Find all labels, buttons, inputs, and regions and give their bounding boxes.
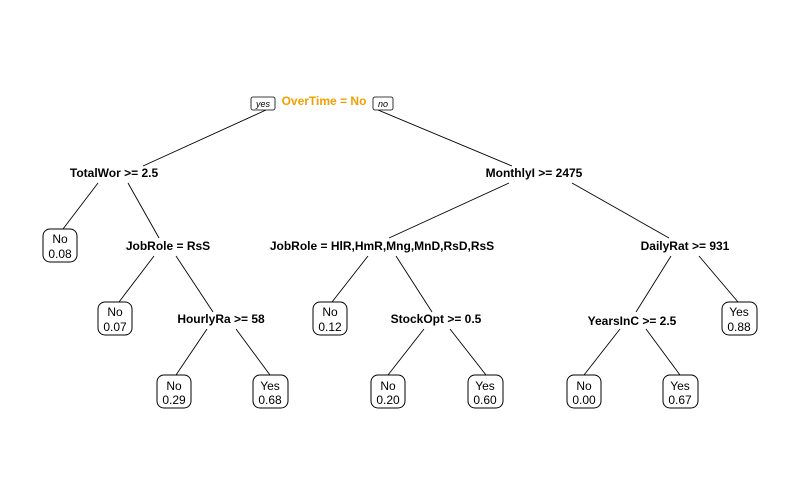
split-label-jobrole-multi: JobRole = HlR,HmR,Mng,MnD,RsD,RsS xyxy=(270,239,494,253)
split-label-hourlyra: HourlyRa >= 58 xyxy=(177,312,265,326)
leaf-class: Yes xyxy=(260,379,280,393)
leaf-class: No xyxy=(166,379,182,393)
leaf-probability: 0.60 xyxy=(473,393,497,407)
leaf-node: Yes 0.88 xyxy=(721,301,758,336)
leaf-node: No 0.00 xyxy=(566,374,602,409)
edge-totalwor-jobrolerss xyxy=(127,182,160,239)
leaf-class: Yes xyxy=(729,305,749,319)
leaf-class: Yes xyxy=(475,379,495,393)
leaf-node: No 0.12 xyxy=(312,301,348,336)
leaf-probability: 0.68 xyxy=(258,393,282,407)
edge-root-totalwor xyxy=(142,109,267,167)
leaf-probability: 0.12 xyxy=(318,320,342,334)
leaf-node: Yes 0.68 xyxy=(252,374,289,409)
leaf-probability: 0.07 xyxy=(103,320,127,334)
edge-stockopt-leaf7 xyxy=(449,328,487,376)
edge-yearsinc-leaf9 xyxy=(645,328,681,376)
leaf-class: No xyxy=(107,305,123,319)
split-label-monthly: MonthlyI >= 2475 xyxy=(486,166,583,180)
leaf-node: Yes 0.67 xyxy=(662,374,699,409)
edge-jobrolemulti-leaf5 xyxy=(331,255,369,303)
leaf-class: Yes xyxy=(670,379,690,393)
edge-jobrolerss-hourlyra xyxy=(175,255,214,313)
no-tag-label: no xyxy=(378,99,388,109)
yes-tag-label: yes xyxy=(255,99,271,109)
edge-monthly-jobrolemulti xyxy=(388,182,510,239)
split-label-totalwor: TotalWor >= 2.5 xyxy=(70,166,159,180)
split-label-jobrole-rss: JobRole = RsS xyxy=(126,239,210,253)
leaf-probability: 0.00 xyxy=(572,393,596,407)
leaf-node: No 0.08 xyxy=(42,228,78,263)
root-split-label: OverTime = No xyxy=(282,94,367,108)
leaf-class: No xyxy=(380,379,396,393)
edge-stockopt-leaf6 xyxy=(387,328,425,376)
edge-dailyrat-leaf10 xyxy=(698,255,739,303)
leaf-class: No xyxy=(322,305,338,319)
edge-dailyrat-yearsinc xyxy=(635,255,672,313)
leaf-node: No 0.20 xyxy=(370,374,406,409)
no-tag: no xyxy=(372,96,394,111)
leaf-probability: 0.88 xyxy=(727,320,751,334)
edge-jobrolerss-leaf2 xyxy=(118,255,155,303)
split-label-dailyrat: DailyRat >= 931 xyxy=(641,239,730,253)
leaf-node: No 0.07 xyxy=(97,301,133,336)
edge-hourlyra-leaf3 xyxy=(175,328,208,376)
leaf-probability: 0.67 xyxy=(668,393,692,407)
leaf-probability: 0.20 xyxy=(376,393,400,407)
leaf-probability: 0.29 xyxy=(162,393,186,407)
leaf-class: No xyxy=(576,379,592,393)
edge-totalwor-leaf1 xyxy=(62,182,99,230)
edge-hourlyra-leaf4 xyxy=(235,328,271,376)
split-labels: OverTime = No TotalWor >= 2.5 MonthlyI >… xyxy=(70,94,730,328)
edge-yearsinc-leaf8 xyxy=(583,328,621,376)
split-label-yearsinc: YearsInC >= 2.5 xyxy=(588,314,677,328)
leaf-node: No 0.29 xyxy=(156,374,192,409)
split-label-stockopt: StockOpt >= 0.5 xyxy=(391,312,482,326)
leaf-probability: 0.08 xyxy=(48,247,72,261)
edge-root-monthly xyxy=(377,109,513,167)
leaf-node: Yes 0.60 xyxy=(467,374,504,409)
edge-jobrolemulti-stockopt xyxy=(395,255,433,313)
yes-tag: yes xyxy=(250,96,276,111)
tree-edges xyxy=(62,109,739,376)
edge-monthly-dailyrat xyxy=(571,182,670,239)
leaf-class: No xyxy=(52,232,68,246)
